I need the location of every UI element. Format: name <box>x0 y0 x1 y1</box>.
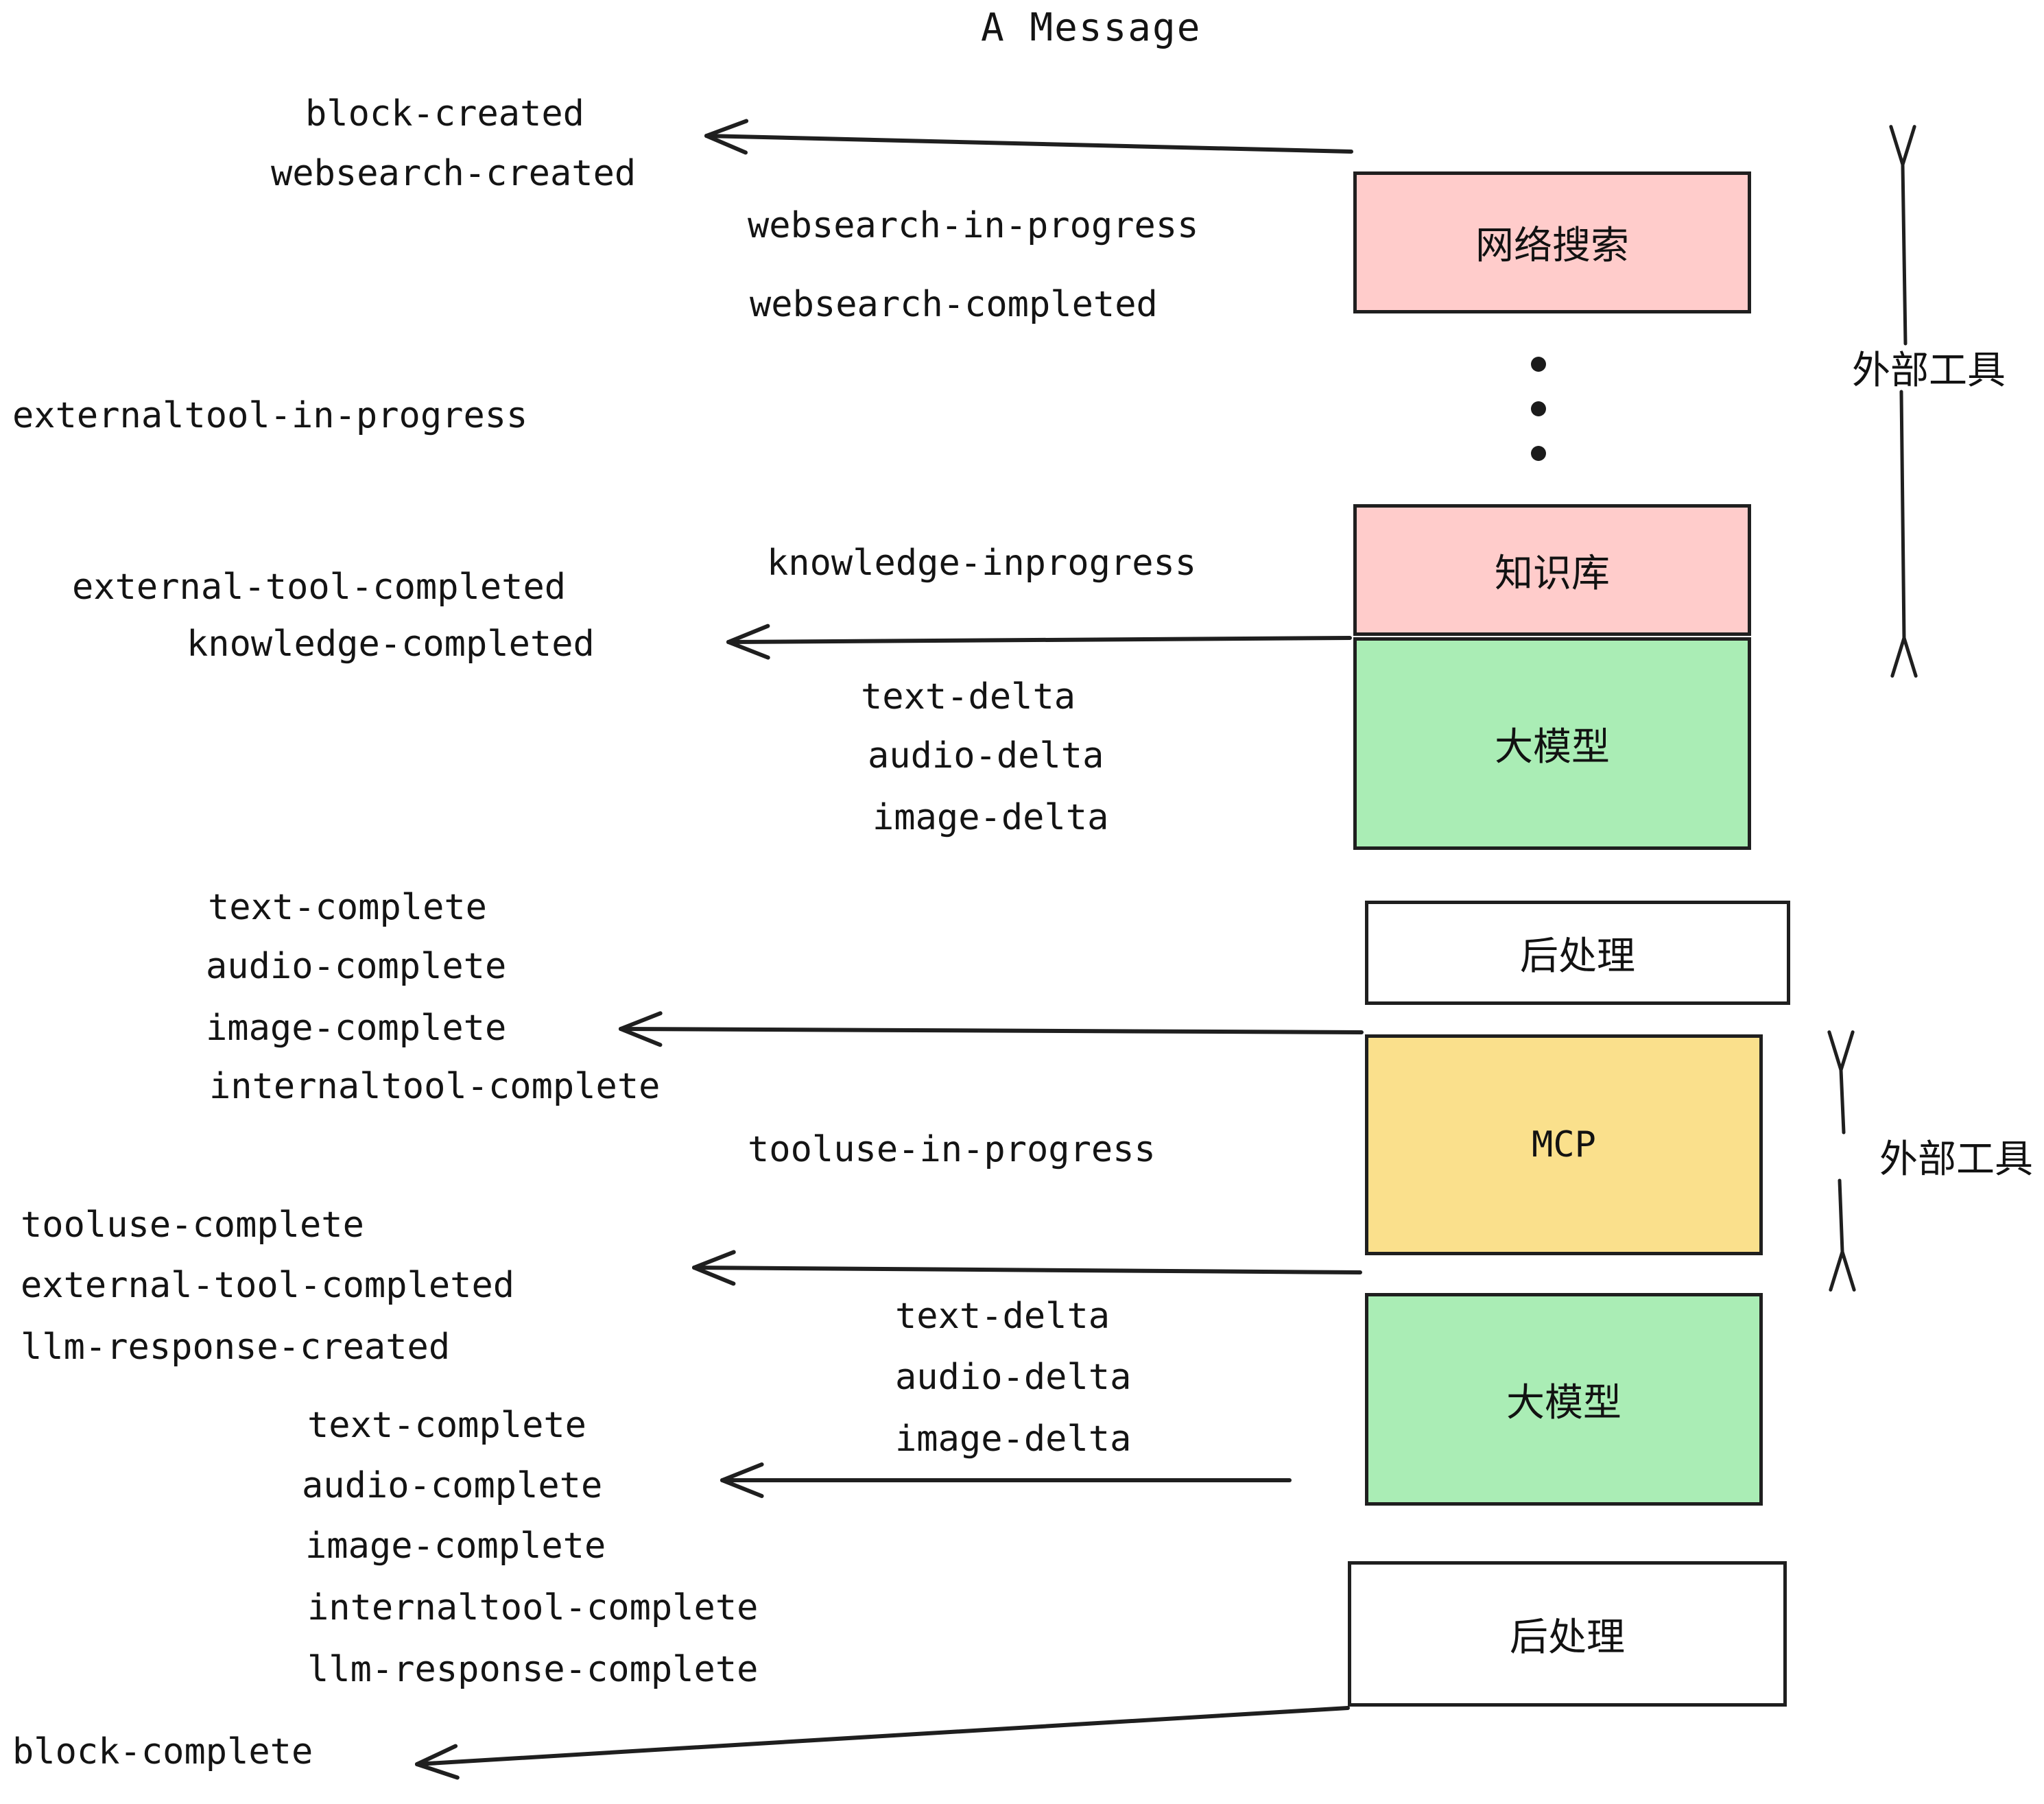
node-knowledge[interactable]: 知识库 <box>1353 504 1751 636</box>
event-label-external-tool-completed-1: external-tool-completed <box>72 567 567 608</box>
page-title: A Message <box>981 5 1202 50</box>
event-label-text-complete-1: text-complete <box>208 887 487 928</box>
event-label-text-complete-2: text-complete <box>307 1405 586 1446</box>
node-llm-2[interactable]: 大模型 <box>1365 1293 1763 1506</box>
event-label-websearch-completed: websearch-completed <box>750 284 1158 325</box>
side-group-label-external-tool-bottom: 外部工具 <box>1879 1137 2033 1182</box>
event-label-llm-response-complete: llm-response-complete <box>307 1649 759 1690</box>
event-label-text-delta-2: text-delta <box>895 1296 1110 1337</box>
event-label-audio-complete-2: audio-complete <box>302 1465 603 1506</box>
arrow-block-complete <box>415 1706 1350 1780</box>
event-label-tooluse-in-progress: tooluse-in-progress <box>748 1129 1156 1170</box>
event-label-internaltool-complete-2: internaltool-complete <box>307 1587 759 1628</box>
node-label: 后处理 <box>1520 934 1635 979</box>
arrow-websearch-created <box>704 119 1353 155</box>
event-label-websearch-in-progress: websearch-in-progress <box>748 205 1199 246</box>
event-label-audio-complete-1: audio-complete <box>206 946 507 987</box>
event-label-knowledge-inprogress: knowledge-inprogress <box>767 543 1197 584</box>
ellipsis-dot <box>1531 446 1546 461</box>
event-label-llm-response-created: llm-response-created <box>21 1327 451 1368</box>
ellipsis-dot <box>1531 357 1546 372</box>
side-group-arrow-external-tool-bottom <box>1827 1030 1856 1292</box>
node-postproc-2[interactable]: 后处理 <box>1348 1561 1787 1707</box>
event-label-knowledge-completed: knowledge-completed <box>187 624 595 665</box>
node-websearch[interactable]: 网络搜索 <box>1353 171 1751 313</box>
node-mcp[interactable]: MCP <box>1365 1034 1763 1255</box>
node-label: 网络搜索 <box>1475 224 1629 268</box>
node-label: 知识库 <box>1495 551 1610 596</box>
event-label-block-created: block-created <box>305 93 584 134</box>
event-label-image-complete-1: image-complete <box>206 1008 507 1049</box>
arrow-audio-complete <box>720 1462 1292 1498</box>
event-label-text-delta-1: text-delta <box>861 676 1076 717</box>
arrow-knowledge-completed <box>726 624 1352 660</box>
node-label: MCP <box>1532 1124 1596 1165</box>
event-label-tooluse-complete: tooluse-complete <box>21 1204 364 1246</box>
event-label-internaltool-complete-1: internaltool-complete <box>209 1066 661 1107</box>
node-label: 大模型 <box>1495 724 1610 770</box>
ellipsis-dot <box>1531 401 1546 416</box>
node-postproc-1[interactable]: 后处理 <box>1365 901 1790 1005</box>
event-label-audio-delta-2: audio-delta <box>895 1357 1132 1398</box>
side-group-label-external-tool-top: 外部工具 <box>1852 348 2006 393</box>
event-label-block-complete: block-complete <box>12 1731 313 1772</box>
event-label-external-tool-completed-2: external-tool-completed <box>21 1265 515 1306</box>
node-label: 大模型 <box>1506 1380 1621 1425</box>
event-label-externaltool-in-progress: externaltool-in-progress <box>12 395 528 436</box>
event-label-audio-delta-1: audio-delta <box>868 735 1104 776</box>
event-label-image-complete-2: image-complete <box>305 1526 606 1567</box>
node-llm-1[interactable]: 大模型 <box>1353 637 1751 850</box>
event-label-image-delta-2: image-delta <box>895 1419 1132 1460</box>
arrow-image-complete <box>619 1011 1364 1047</box>
side-group-arrow-external-tool-top <box>1889 125 1918 678</box>
event-label-image-delta-1: image-delta <box>872 797 1109 838</box>
node-label: 后处理 <box>1510 1615 1625 1660</box>
arrow-tooluse-complete <box>692 1250 1362 1286</box>
event-label-websearch-created: websearch-created <box>271 153 637 194</box>
